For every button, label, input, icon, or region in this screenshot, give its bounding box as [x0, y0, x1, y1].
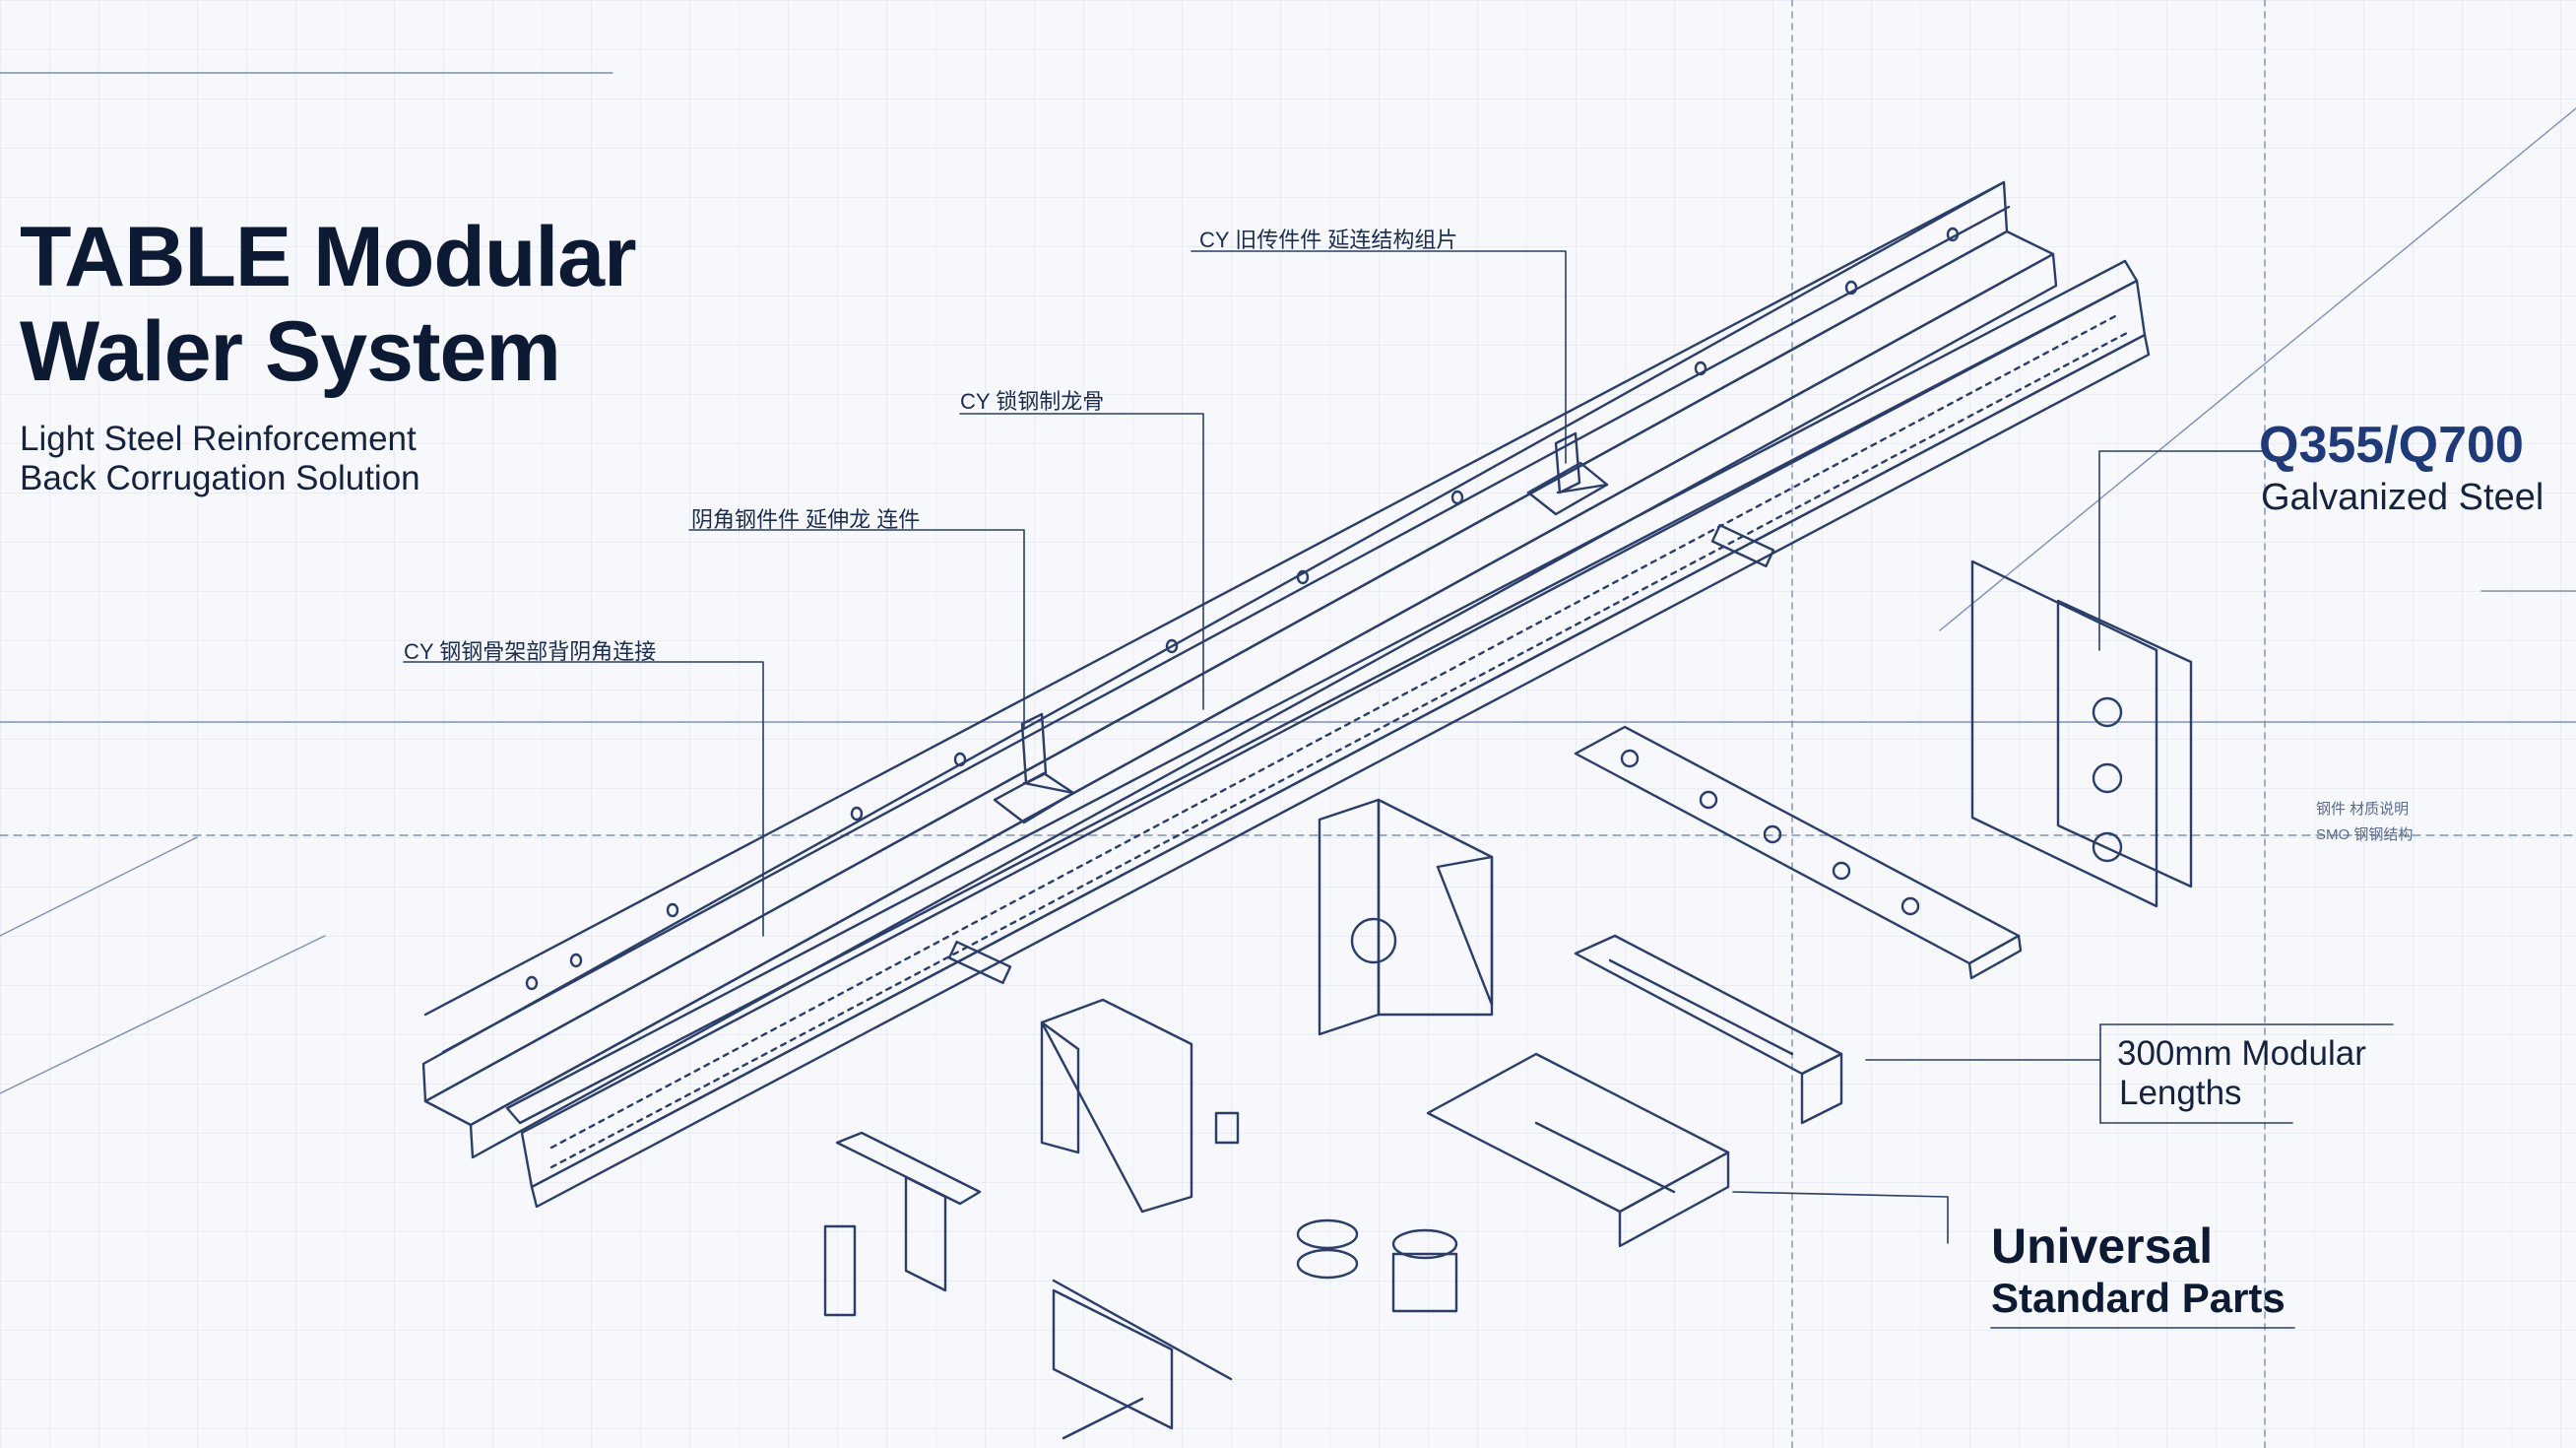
leader-lines — [403, 250, 2394, 1329]
u-clip — [1318, 798, 1494, 1036]
small-note-1: 钢件 材质说明 — [2316, 801, 2410, 818]
beam-clamp-1 — [993, 712, 1075, 824]
material-grade: Q355/Q700 — [2259, 417, 2524, 474]
small-note-2: SMO 钢钢结构 — [2316, 826, 2414, 843]
lower-bolt — [1052, 1279, 1233, 1440]
title-line-2: Waler System — [20, 304, 561, 399]
universal-line-2: Standard Parts — [1991, 1275, 2286, 1321]
channel-bracket — [1426, 1052, 1730, 1248]
splice-plate — [1574, 725, 2023, 980]
waler-beam — [421, 180, 2151, 1209]
modular-line-2: Lengths — [2119, 1074, 2242, 1112]
material-finish: Galvanized Steel — [2261, 477, 2544, 518]
subtitle-line-1: Light Steel Reinforcement — [20, 420, 417, 458]
beam-bolts — [947, 523, 1775, 985]
small-u-clip — [1040, 998, 1240, 1214]
modular-line-1: 300mm Modular — [2117, 1034, 2366, 1073]
title-line-1: TABLE Modular — [20, 210, 637, 304]
callout-bracket-plate: CY 旧传件件 延连结构组片 — [1199, 228, 1458, 252]
beam-clamp-2 — [1526, 431, 1609, 516]
threaded-rod — [1574, 934, 1843, 1125]
subtitle-line-2: Back Corrugation Solution — [20, 459, 420, 497]
universal-line-1: Universal — [1991, 1218, 2214, 1274]
t-bracket — [823, 1131, 982, 1317]
waler-holes — [525, 227, 1960, 991]
callout-corner-connector: 阴角钢件件 延伸龙 连件 — [691, 507, 921, 532]
corner-bracket — [1970, 559, 2193, 908]
callout-waler-keel: CY 锁钢制龙骨 — [960, 389, 1105, 414]
nuts — [1296, 1218, 1458, 1313]
callout-back-corner: CY 钢钢骨架部背阴角连接 — [404, 639, 657, 664]
